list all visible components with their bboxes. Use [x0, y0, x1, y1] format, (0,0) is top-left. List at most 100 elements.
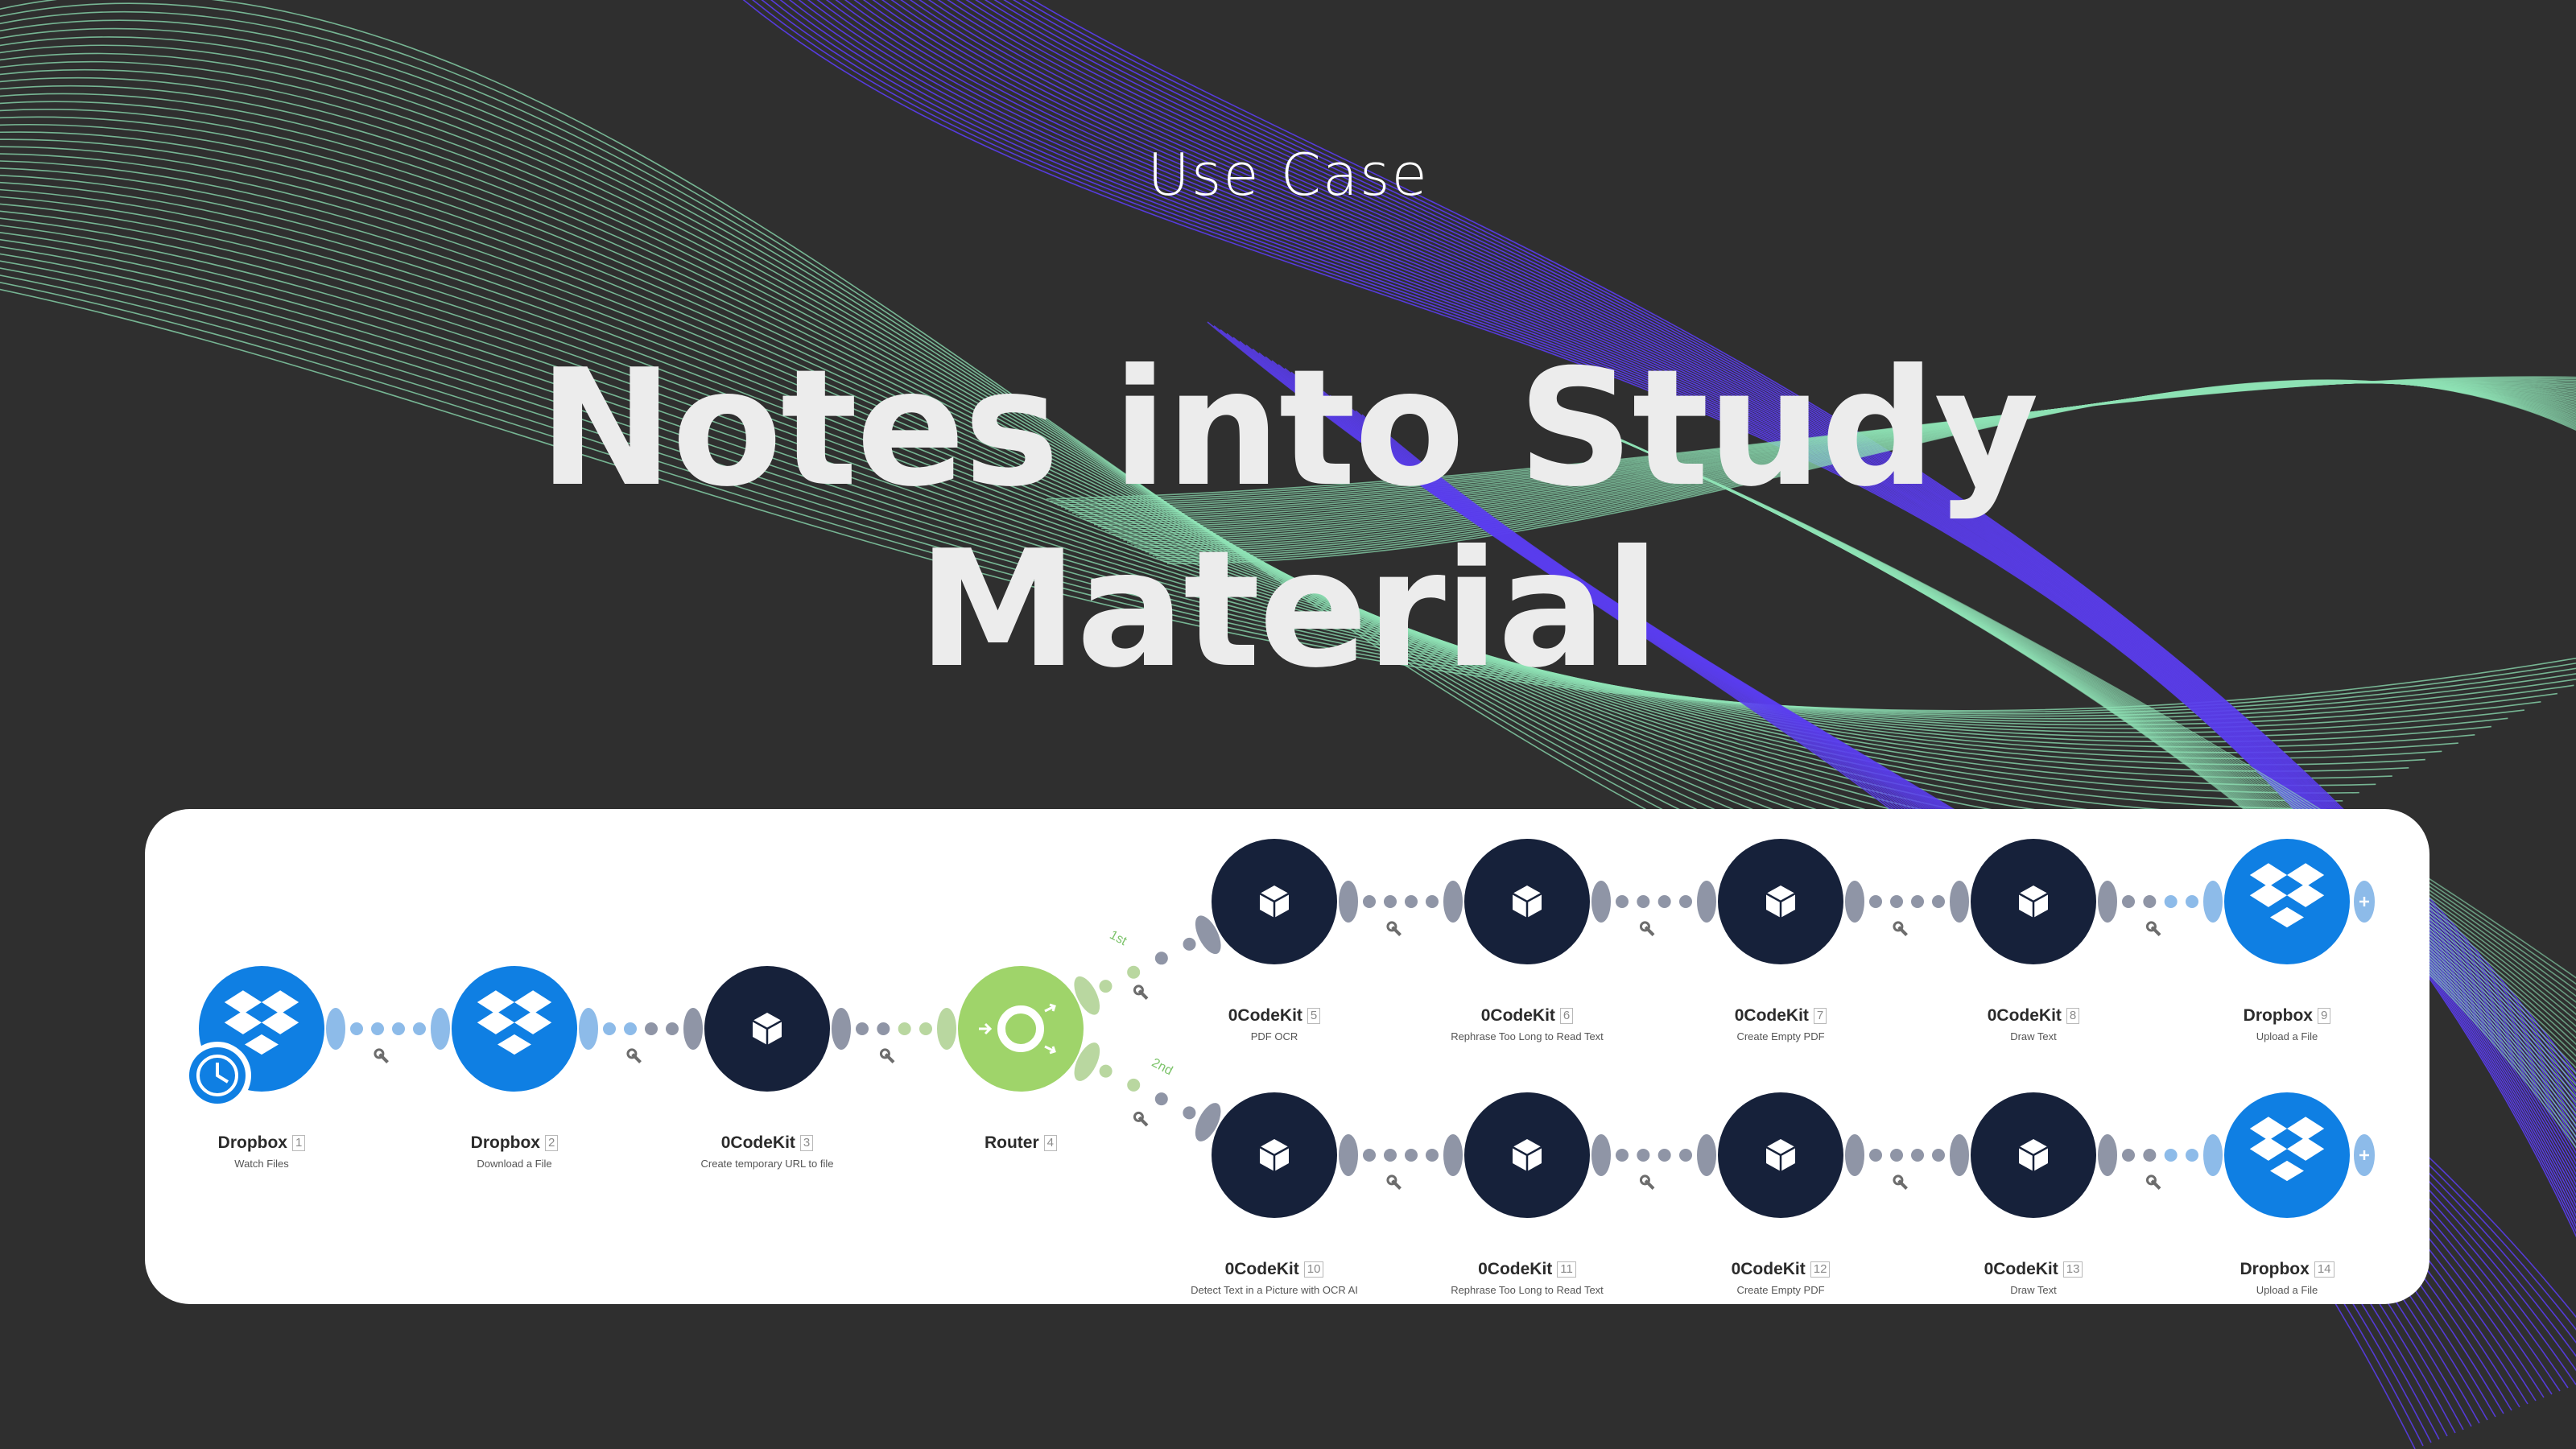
add-module-plus-icon[interactable] — [2354, 881, 2375, 923]
connector[interactable] — [1591, 881, 1716, 938]
module-action-label: Detect Text in a Picture with OCR AI — [1191, 1284, 1358, 1296]
wave-line — [0, 85, 2194, 876]
add-module-plus-icon[interactable] — [2354, 1134, 2375, 1176]
module-router-4[interactable] — [958, 966, 1084, 1092]
wrench-icon[interactable] — [1639, 921, 1656, 938]
connector-cap-in — [937, 1008, 956, 1050]
connector-dot — [1154, 1092, 1168, 1106]
wrench-icon[interactable] — [374, 1048, 390, 1065]
module-app-name: 0CodeKit — [1480, 1006, 1555, 1025]
connector-dot — [1363, 1149, 1376, 1162]
wave-line — [0, 10, 2046, 951]
module-0codekit-8[interactable] — [1971, 839, 2096, 964]
module-0codekit-5[interactable] — [1212, 839, 1337, 964]
connector-dot — [350, 1022, 363, 1035]
module-dropbox-1[interactable] — [184, 966, 324, 1109]
connector-cap-out — [1591, 1134, 1611, 1176]
connector-dot — [1183, 1106, 1196, 1120]
clock-icon[interactable] — [184, 1042, 251, 1109]
wave-line — [0, 93, 2211, 868]
module-0codekit-3[interactable] — [704, 966, 830, 1092]
connector[interactable] — [1069, 1038, 1226, 1145]
wrench-icon[interactable] — [1133, 985, 1150, 1001]
connector[interactable] — [832, 1008, 956, 1065]
connector[interactable] — [2098, 881, 2223, 938]
connector-cap-out — [1845, 1134, 1864, 1176]
connector-dot — [919, 1022, 932, 1035]
wrench-icon[interactable] — [2145, 921, 2162, 938]
module-number-badge: 13 — [2062, 1261, 2083, 1278]
wrench-icon[interactable] — [2145, 1174, 2162, 1191]
connector-dot — [1911, 1149, 1924, 1162]
connector-dot — [1911, 895, 1924, 908]
connector-dot — [1616, 1149, 1629, 1162]
connector-cap-out — [579, 1008, 598, 1050]
wave-line — [0, 123, 2277, 835]
module-0codekit-7[interactable] — [1718, 839, 1843, 964]
module-circle[interactable] — [452, 966, 577, 1092]
connector-dot — [603, 1022, 616, 1035]
wrench-icon[interactable] — [626, 1048, 643, 1065]
module-dropbox-14[interactable] — [2224, 1092, 2375, 1218]
module-number-badge: 7 — [1813, 1008, 1827, 1024]
module-circle[interactable] — [958, 966, 1084, 1092]
connector-dot — [1869, 1149, 1882, 1162]
connector-dot — [2164, 1149, 2178, 1162]
module-app-name: Dropbox — [2240, 1260, 2310, 1278]
connector[interactable] — [1339, 1134, 1463, 1191]
module-number-badge: 14 — [2314, 1261, 2334, 1278]
module-app-name: 0CodeKit — [1984, 1260, 2058, 1278]
wrench-icon[interactable] — [1639, 1174, 1656, 1191]
connector[interactable] — [326, 1008, 450, 1065]
connector-dot — [1890, 895, 1903, 908]
connector-dot — [1099, 980, 1113, 993]
connector-dot — [1890, 1149, 1903, 1162]
wrench-icon[interactable] — [1386, 921, 1403, 938]
wave-line — [0, 260, 2576, 720]
wave-line — [0, 238, 2541, 729]
wave-line — [0, 109, 2244, 852]
wrench-icon[interactable] — [1386, 1174, 1403, 1191]
connector[interactable] — [1591, 1134, 1716, 1191]
module-0codekit-11[interactable] — [1464, 1092, 1590, 1218]
connector[interactable] — [1845, 1134, 1969, 1191]
module-0codekit-12[interactable] — [1718, 1092, 1843, 1218]
module-app-name: 0CodeKit — [1731, 1260, 1806, 1278]
wave-line — [0, 60, 2145, 901]
connector-dot — [2164, 895, 2178, 908]
module-circle[interactable] — [2224, 839, 2350, 964]
connector[interactable] — [1069, 912, 1226, 1019]
wrench-icon[interactable] — [1893, 921, 1909, 938]
connector-cap-in — [1443, 881, 1463, 923]
connector-cap-in — [1697, 1134, 1716, 1176]
cube-icon — [1512, 886, 1542, 918]
module-0codekit-13[interactable] — [1971, 1092, 2096, 1218]
connector[interactable] — [2098, 1134, 2223, 1191]
wrench-icon[interactable] — [879, 1048, 896, 1065]
module-number-badge: 9 — [2317, 1008, 2331, 1024]
wrench-icon[interactable] — [1893, 1174, 1909, 1191]
connector-dot — [1127, 965, 1141, 979]
connector[interactable] — [1845, 881, 1969, 938]
module-number-badge: 5 — [1307, 1008, 1321, 1024]
module-dropbox-9[interactable] — [2224, 839, 2375, 964]
wave-line — [0, 232, 2524, 733]
connector[interactable] — [1339, 881, 1463, 938]
wave-line — [0, 36, 2095, 926]
module-circle[interactable] — [2224, 1092, 2350, 1218]
connector-dot — [877, 1022, 890, 1035]
scenario-flow-diagram — [184, 839, 2375, 1218]
wrench-icon[interactable] — [1133, 1111, 1150, 1128]
module-number-badge: 3 — [799, 1135, 814, 1151]
module-action-label: Draw Text — [2010, 1284, 2057, 1296]
module-dropbox-2[interactable] — [452, 966, 577, 1092]
module-0codekit-10[interactable] — [1212, 1092, 1337, 1218]
connector[interactable] — [579, 1008, 703, 1065]
wave-line — [0, 196, 2442, 759]
connector-dot — [2186, 895, 2198, 908]
module-0codekit-6[interactable] — [1464, 839, 1590, 964]
module-app-name: 0CodeKit — [1478, 1260, 1553, 1278]
